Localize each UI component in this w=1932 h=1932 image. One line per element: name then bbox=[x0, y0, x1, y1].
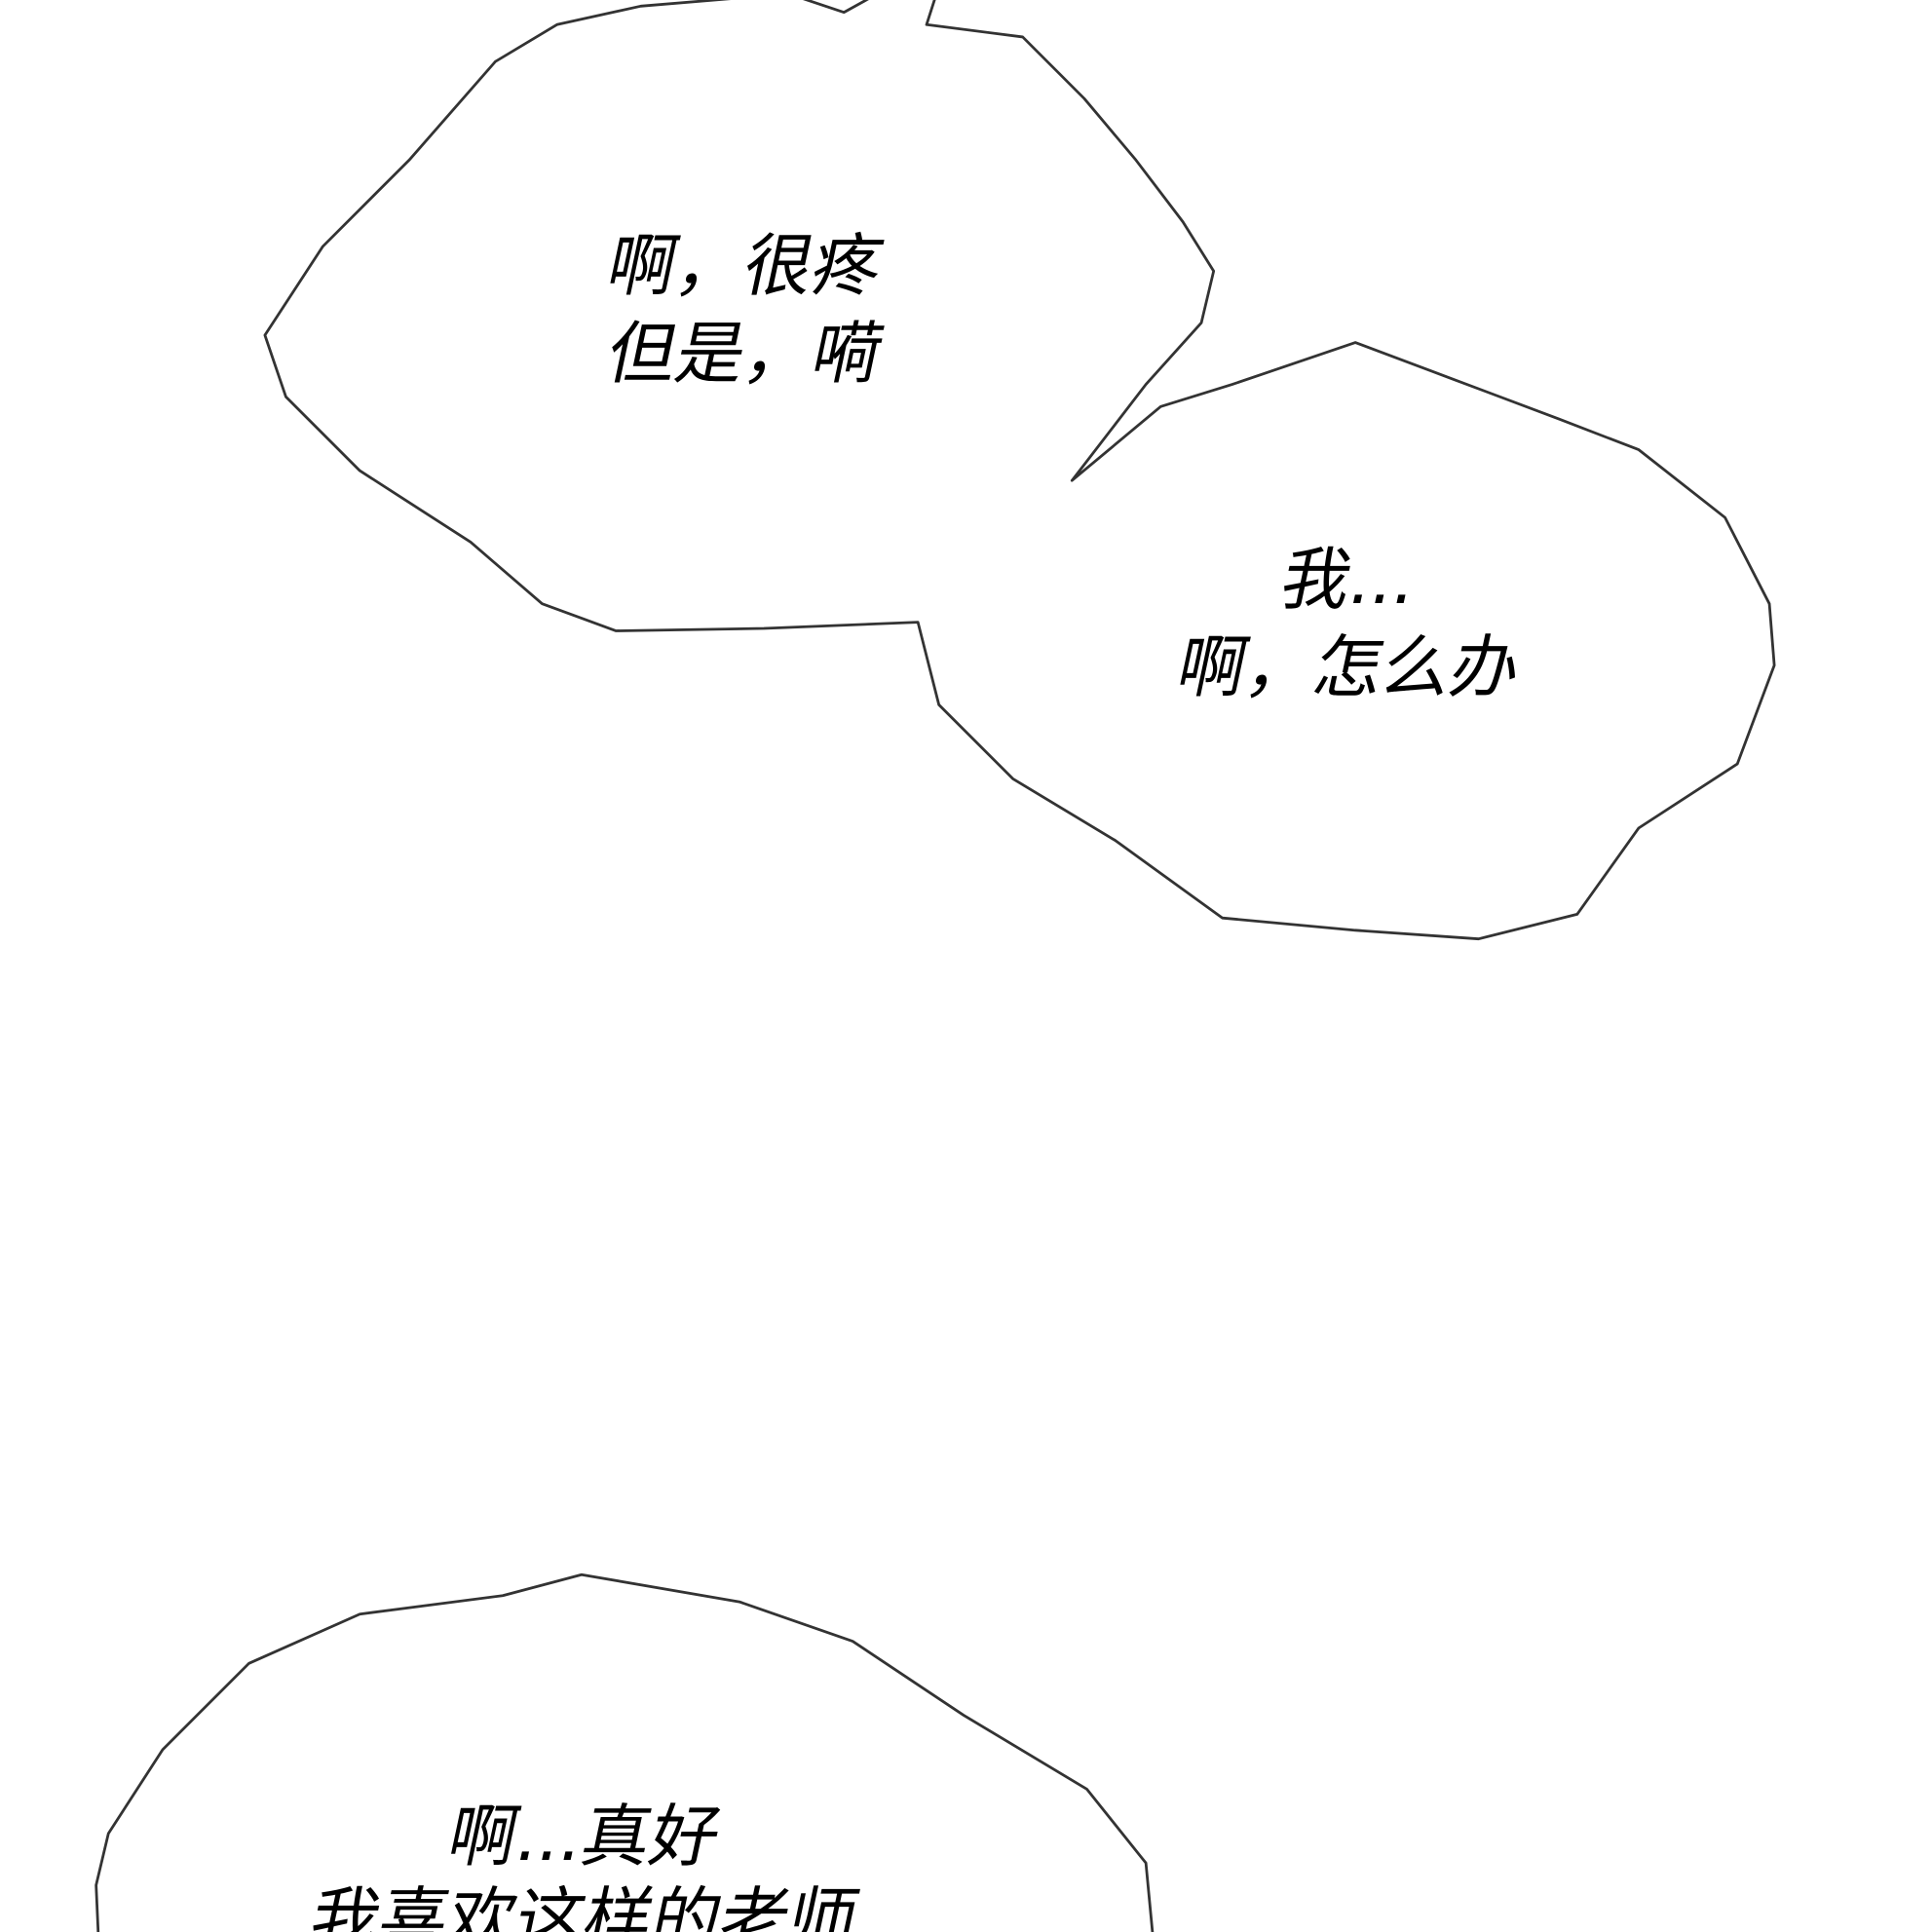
bubble-3-line-1: 啊...真好 bbox=[440, 1797, 729, 1876]
bubble-3-line-2: 我喜欢这样的老师 bbox=[303, 1879, 866, 1932]
bubble-1-line-1: 啊，很疼 bbox=[600, 226, 890, 306]
bubble-2-line-1: 我... bbox=[1273, 540, 1425, 620]
speech-bubble-outline-1 bbox=[263, 0, 1776, 941]
bubble-1-line-2: 但是，嗬 bbox=[600, 314, 890, 394]
bubble-2-line-2: 啊，怎么办 bbox=[1170, 627, 1529, 707]
speech-bubble-outline-3 bbox=[95, 1572, 1155, 1932]
